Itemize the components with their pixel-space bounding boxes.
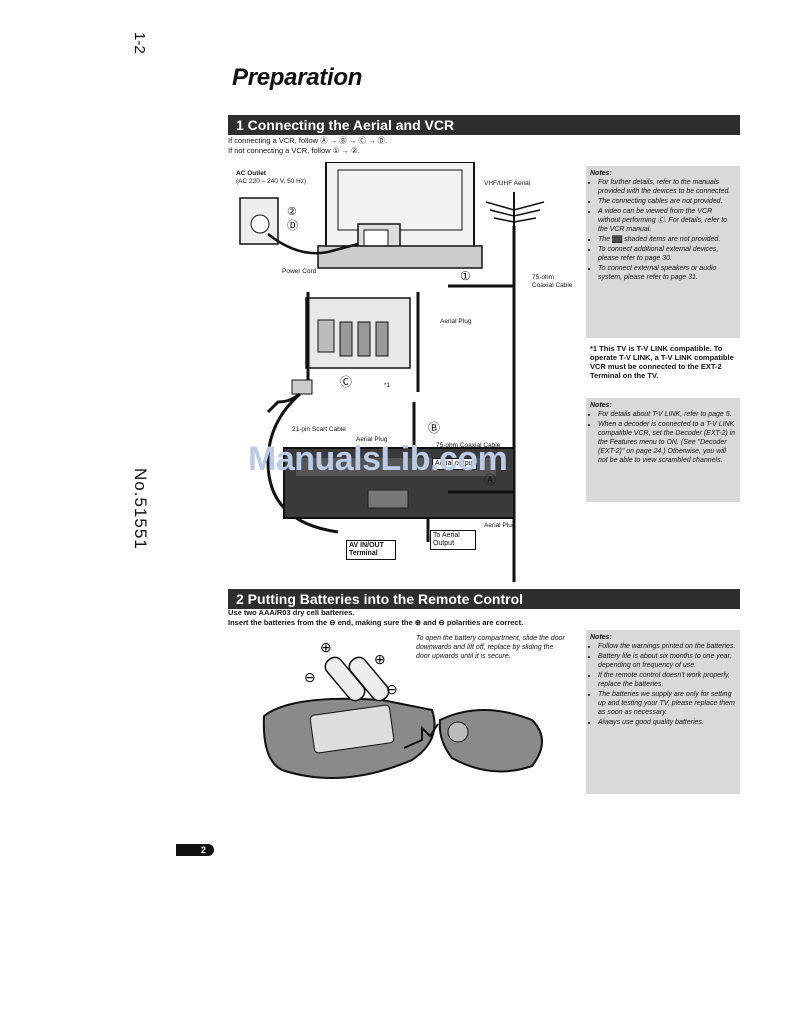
label-coax-cable-3: 75-ohm Coaxial Cable — [436, 442, 501, 449]
label-aerial-plug-1: Aerial Plug — [440, 318, 472, 325]
notes-1-item: The connecting cables are not provided. — [598, 197, 736, 206]
label-vhf-uhf-aerial: VHF/UHF Aerial — [484, 180, 531, 187]
label-circle-1: ① — [460, 269, 471, 283]
notes-1-header: Notes: — [590, 170, 612, 177]
notes-2-item: For details about T-V LINK, refer to pag… — [598, 410, 736, 419]
tv-link-note: *1 This TV is T-V LINK compatible. To op… — [590, 344, 734, 380]
section-1-heading: 1 Connecting the Aerial and VCR — [228, 115, 740, 135]
section-1-intro-novcr: If not connecting a VCR, follow ① → ②. — [228, 146, 360, 155]
connection-diagram — [239, 162, 545, 582]
notes-1-item: The ▓▓ shaded items are not provided. — [598, 235, 736, 244]
svg-text:⊕: ⊕ — [374, 651, 386, 667]
label-coax-75ohm: 75-ohm — [532, 274, 555, 281]
notes-2-item: When a decoder is connected to a T-V LIN… — [598, 420, 736, 465]
label-circle-a: Ⓐ — [484, 473, 497, 487]
svg-text:⊖: ⊖ — [386, 681, 398, 697]
page-number-badge: 2 — [176, 844, 214, 856]
notes-box-3: Notes: Follow the warnings printed on th… — [586, 630, 740, 794]
label-coax-cable: Coaxial Cable — [532, 282, 573, 289]
notes-3-header: Notes: — [590, 634, 612, 641]
side-page-number: 1-2 — [131, 32, 148, 54]
svg-text:⊖: ⊖ — [304, 669, 316, 685]
label-circle-2: ② — [287, 206, 297, 218]
label-circle-b: Ⓑ — [428, 421, 441, 435]
side-document-number: No.51551 — [131, 468, 150, 550]
label-circle-d: Ⓓ — [287, 220, 298, 232]
label-aerial-plug-2: Aerial Plug — [356, 436, 388, 443]
section-2-intro-batteries: Use two AAA/R03 dry cell batteries. — [228, 608, 355, 617]
section-1-intro-vcr: If connecting a VCR, follow Ⓐ → Ⓑ → Ⓒ → … — [228, 136, 388, 145]
notes-3-item: If the remote control doesn't work prope… — [598, 671, 736, 689]
battery-illustration: ⊕ ⊕ ⊖ ⊖ — [262, 640, 543, 779]
notes-box-1: Notes: For further details, refer to the… — [586, 166, 740, 338]
label-scart-cable: 21-pin Scart Cable — [292, 426, 346, 433]
notes-1-item: To connect additional external devices, … — [598, 245, 736, 263]
notes-3-item: Follow the warnings printed on the batte… — [598, 642, 736, 651]
label-ac-outlet: AC Outlet — [236, 170, 266, 177]
label-aerial-plug-3: Aerial Plug — [484, 522, 516, 529]
section-2-heading: 2 Putting Batteries into the Remote Cont… — [228, 589, 740, 609]
battery-compartment-note: To open the battery compartment, slide t… — [416, 635, 565, 660]
notes-1-item: To connect external speakers or audio sy… — [598, 264, 736, 282]
notes-1-item: For further details, refer to the manual… — [598, 178, 736, 196]
label-aerial-output-box: Aerial output — [432, 458, 478, 470]
notes-box-2: Notes: For details about T-V LINK, refer… — [586, 398, 740, 502]
notes-3-item: Always use good quality batteries. — [598, 718, 736, 727]
label-ac-outlet-spec: (AC 220 – 240 V, 50 Hz) — [236, 178, 307, 185]
label-av-terminal: AV IN/OUT Terminal — [346, 540, 396, 560]
notes-3-item: Battery life is about six months to one … — [598, 652, 736, 670]
watermark: ManualsLib.com — [248, 440, 508, 478]
label-footnote-mark: *1 — [384, 382, 391, 389]
label-circle-c: Ⓒ — [340, 375, 353, 389]
notes-1-item: A video can be viewed from the VCR witho… — [598, 207, 736, 234]
notes-3-item: The batteries we supply are only for set… — [598, 690, 736, 717]
section-2-intro-insert: Insert the batteries from the ⊖ end, mak… — [228, 618, 524, 627]
page-title: Preparation — [232, 64, 363, 91]
svg-text:⊕: ⊕ — [320, 640, 332, 655]
label-to-aerial-output: To Aerial Output — [430, 530, 476, 550]
notes-2-header: Notes: — [590, 402, 612, 409]
label-power-cord: Power Cord — [282, 268, 317, 275]
